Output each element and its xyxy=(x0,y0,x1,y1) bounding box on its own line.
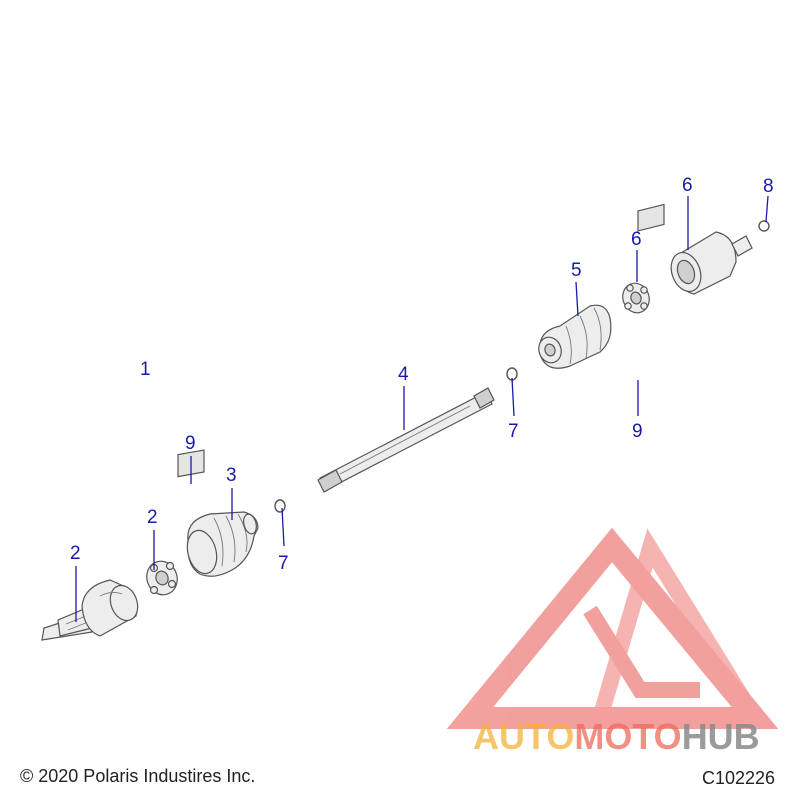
callout-3: 3 xyxy=(226,465,237,486)
leader-lines xyxy=(75,195,769,622)
callout-7-left: 7 xyxy=(278,553,289,574)
inner-bearing-cage-right xyxy=(622,282,650,314)
callout-2-outer-joint: 2 xyxy=(70,543,81,564)
callout-6-cage-right: 6 xyxy=(631,229,642,250)
callout-7-right: 7 xyxy=(508,421,519,442)
callout-2-cage-left: 2 xyxy=(147,507,158,528)
snap-ring-left xyxy=(274,499,286,513)
boot-left xyxy=(186,511,259,577)
boot-right xyxy=(538,304,612,369)
watermark-auto: AUTO xyxy=(473,716,575,757)
callout-4: 4 xyxy=(398,364,409,385)
callout-6-housing: 6 xyxy=(682,175,693,196)
outer-cv-joint xyxy=(41,579,139,641)
inner-cv-housing xyxy=(670,231,753,295)
grease-packet-right xyxy=(637,203,665,232)
watermark-hub: HUB xyxy=(681,716,760,757)
watermark-logo xyxy=(446,527,779,729)
callout-9-right: 9 xyxy=(632,421,643,442)
copyright-text: © 2020 Polaris Industires Inc. xyxy=(20,766,256,786)
axle-shaft xyxy=(317,387,495,493)
callout-8: 8 xyxy=(763,176,774,197)
watermark-moto: MOTO xyxy=(574,716,682,757)
callout-1: 1 xyxy=(140,359,151,380)
drawing-id: C102226 xyxy=(702,768,776,788)
callout-numbers: 1 2 2 3 4 5 6 6 7 7 8 9 9 xyxy=(70,175,774,574)
snap-ring-outer xyxy=(758,220,770,232)
callout-5: 5 xyxy=(571,260,582,281)
inner-bearing-cage-left xyxy=(146,560,178,596)
callout-9-left: 9 xyxy=(185,433,196,454)
watermark-brand-text: AUTOMOTOHUB xyxy=(473,716,760,758)
